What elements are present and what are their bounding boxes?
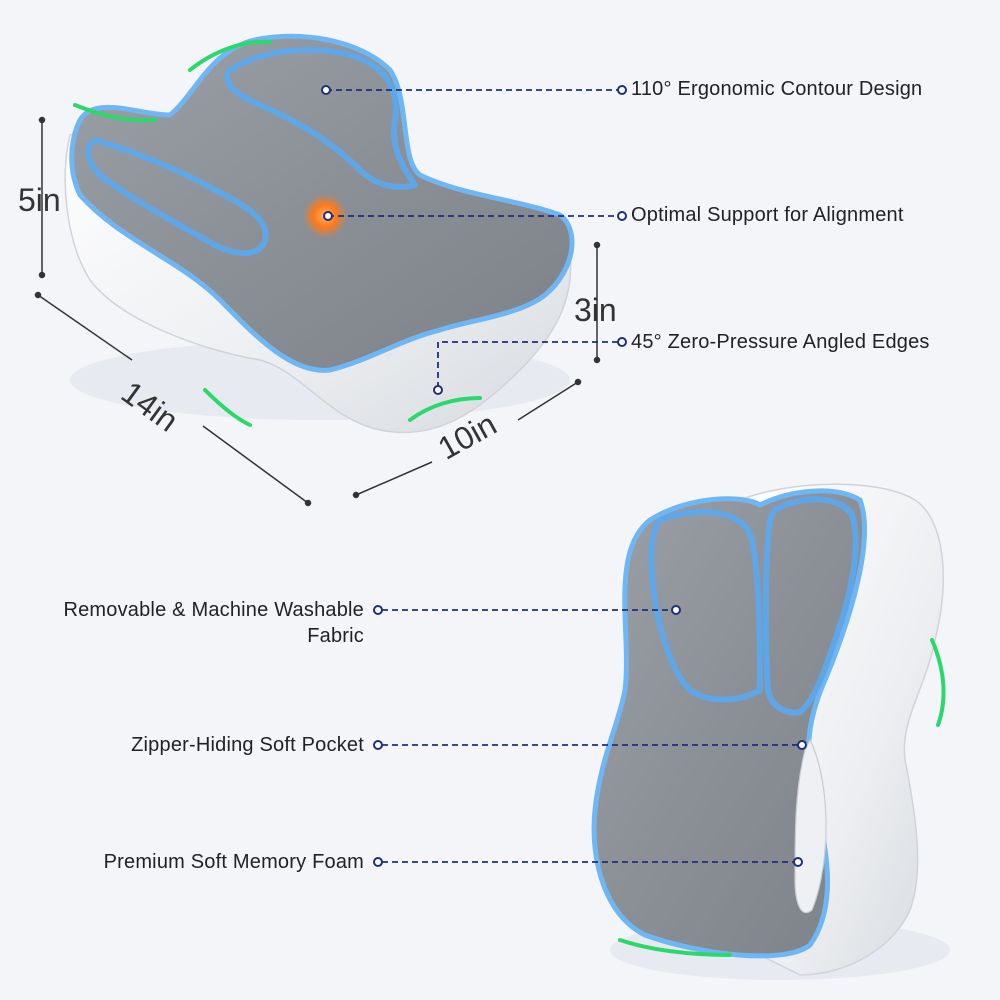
top-green-swoosh-2	[73, 103, 157, 123]
dim-10in-end-b	[574, 378, 582, 386]
leader-edges	[437, 341, 618, 388]
bottom-pillow-ridge-right	[762, 496, 859, 716]
leader-pocket-dot-end	[797, 740, 807, 750]
top-pillow	[64, 33, 575, 434]
feature-fabric-label: Removable & Machine Washable Fabric	[63, 597, 364, 649]
top-pillow-ridge-right	[223, 47, 418, 190]
dim-3in-end-top	[593, 241, 601, 249]
leader-edges-dot-start	[433, 385, 443, 395]
dim-10in-end-a	[352, 491, 360, 499]
bottom-green-swoosh-2	[618, 938, 732, 957]
dim-5in-end-bottom	[38, 271, 46, 279]
dim-edge-height-label: 3in	[574, 292, 617, 328]
leader-support-dot-end	[617, 211, 627, 221]
leader-support-dot-start	[323, 211, 333, 221]
bottom-leaders	[382, 609, 802, 863]
feature-fabric-line2: Fabric	[307, 625, 364, 647]
dim-14in-line-b	[202, 425, 309, 504]
feature-fabric-line1: Removable & Machine Washable	[63, 599, 364, 621]
dim-10in-line-a	[355, 461, 433, 496]
top-leader-dots	[321, 85, 627, 395]
dim-14in-line-a	[37, 294, 133, 361]
leader-foam-dot-start	[373, 857, 383, 867]
feature-support-label: Optimal Support for Alignment	[631, 204, 904, 226]
leader-edges-dot-end	[617, 337, 627, 347]
leader-pocket-dot-start	[373, 740, 383, 750]
top-green-swoosh-4	[203, 388, 252, 427]
dim-14in-end-b	[304, 499, 312, 507]
dim-14in-end-a	[34, 291, 42, 299]
feature-contour-label: 110° Ergonomic Contour Design	[631, 78, 923, 100]
feature-edges-label: 45° Zero-Pressure Angled Edges	[631, 331, 930, 353]
bottom-pillow-pocket	[794, 738, 827, 914]
dim-3in-end-bottom	[593, 356, 601, 364]
bottom-leader-dots	[373, 605, 807, 867]
dim-10in-line-b	[517, 381, 579, 421]
top-leaders	[326, 89, 618, 388]
feature-foam-label: Premium Soft Memory Foam	[103, 851, 364, 873]
bottom-pillow	[591, 483, 950, 980]
leader-foam-dot-end	[793, 857, 803, 867]
leader-contour-dot-start	[321, 85, 331, 95]
leader-contour-dot-end	[617, 85, 627, 95]
dimension-lines	[34, 116, 601, 507]
dim-height-label: 5in	[18, 182, 61, 218]
top-green-swoosh-3	[408, 396, 482, 422]
dim-5in-end-top	[38, 116, 46, 124]
bottom-green-swoosh-1	[930, 638, 946, 727]
bottom-pillow-ridge-left	[648, 508, 763, 703]
top-green-swoosh-1	[188, 39, 272, 72]
top-pillow-ridge-left	[85, 137, 269, 256]
leader-fabric-dot-end	[671, 605, 681, 615]
feature-pocket-label: Zipper-Hiding Soft Pocket	[131, 734, 364, 756]
leader-fabric-dot-start	[373, 605, 383, 615]
